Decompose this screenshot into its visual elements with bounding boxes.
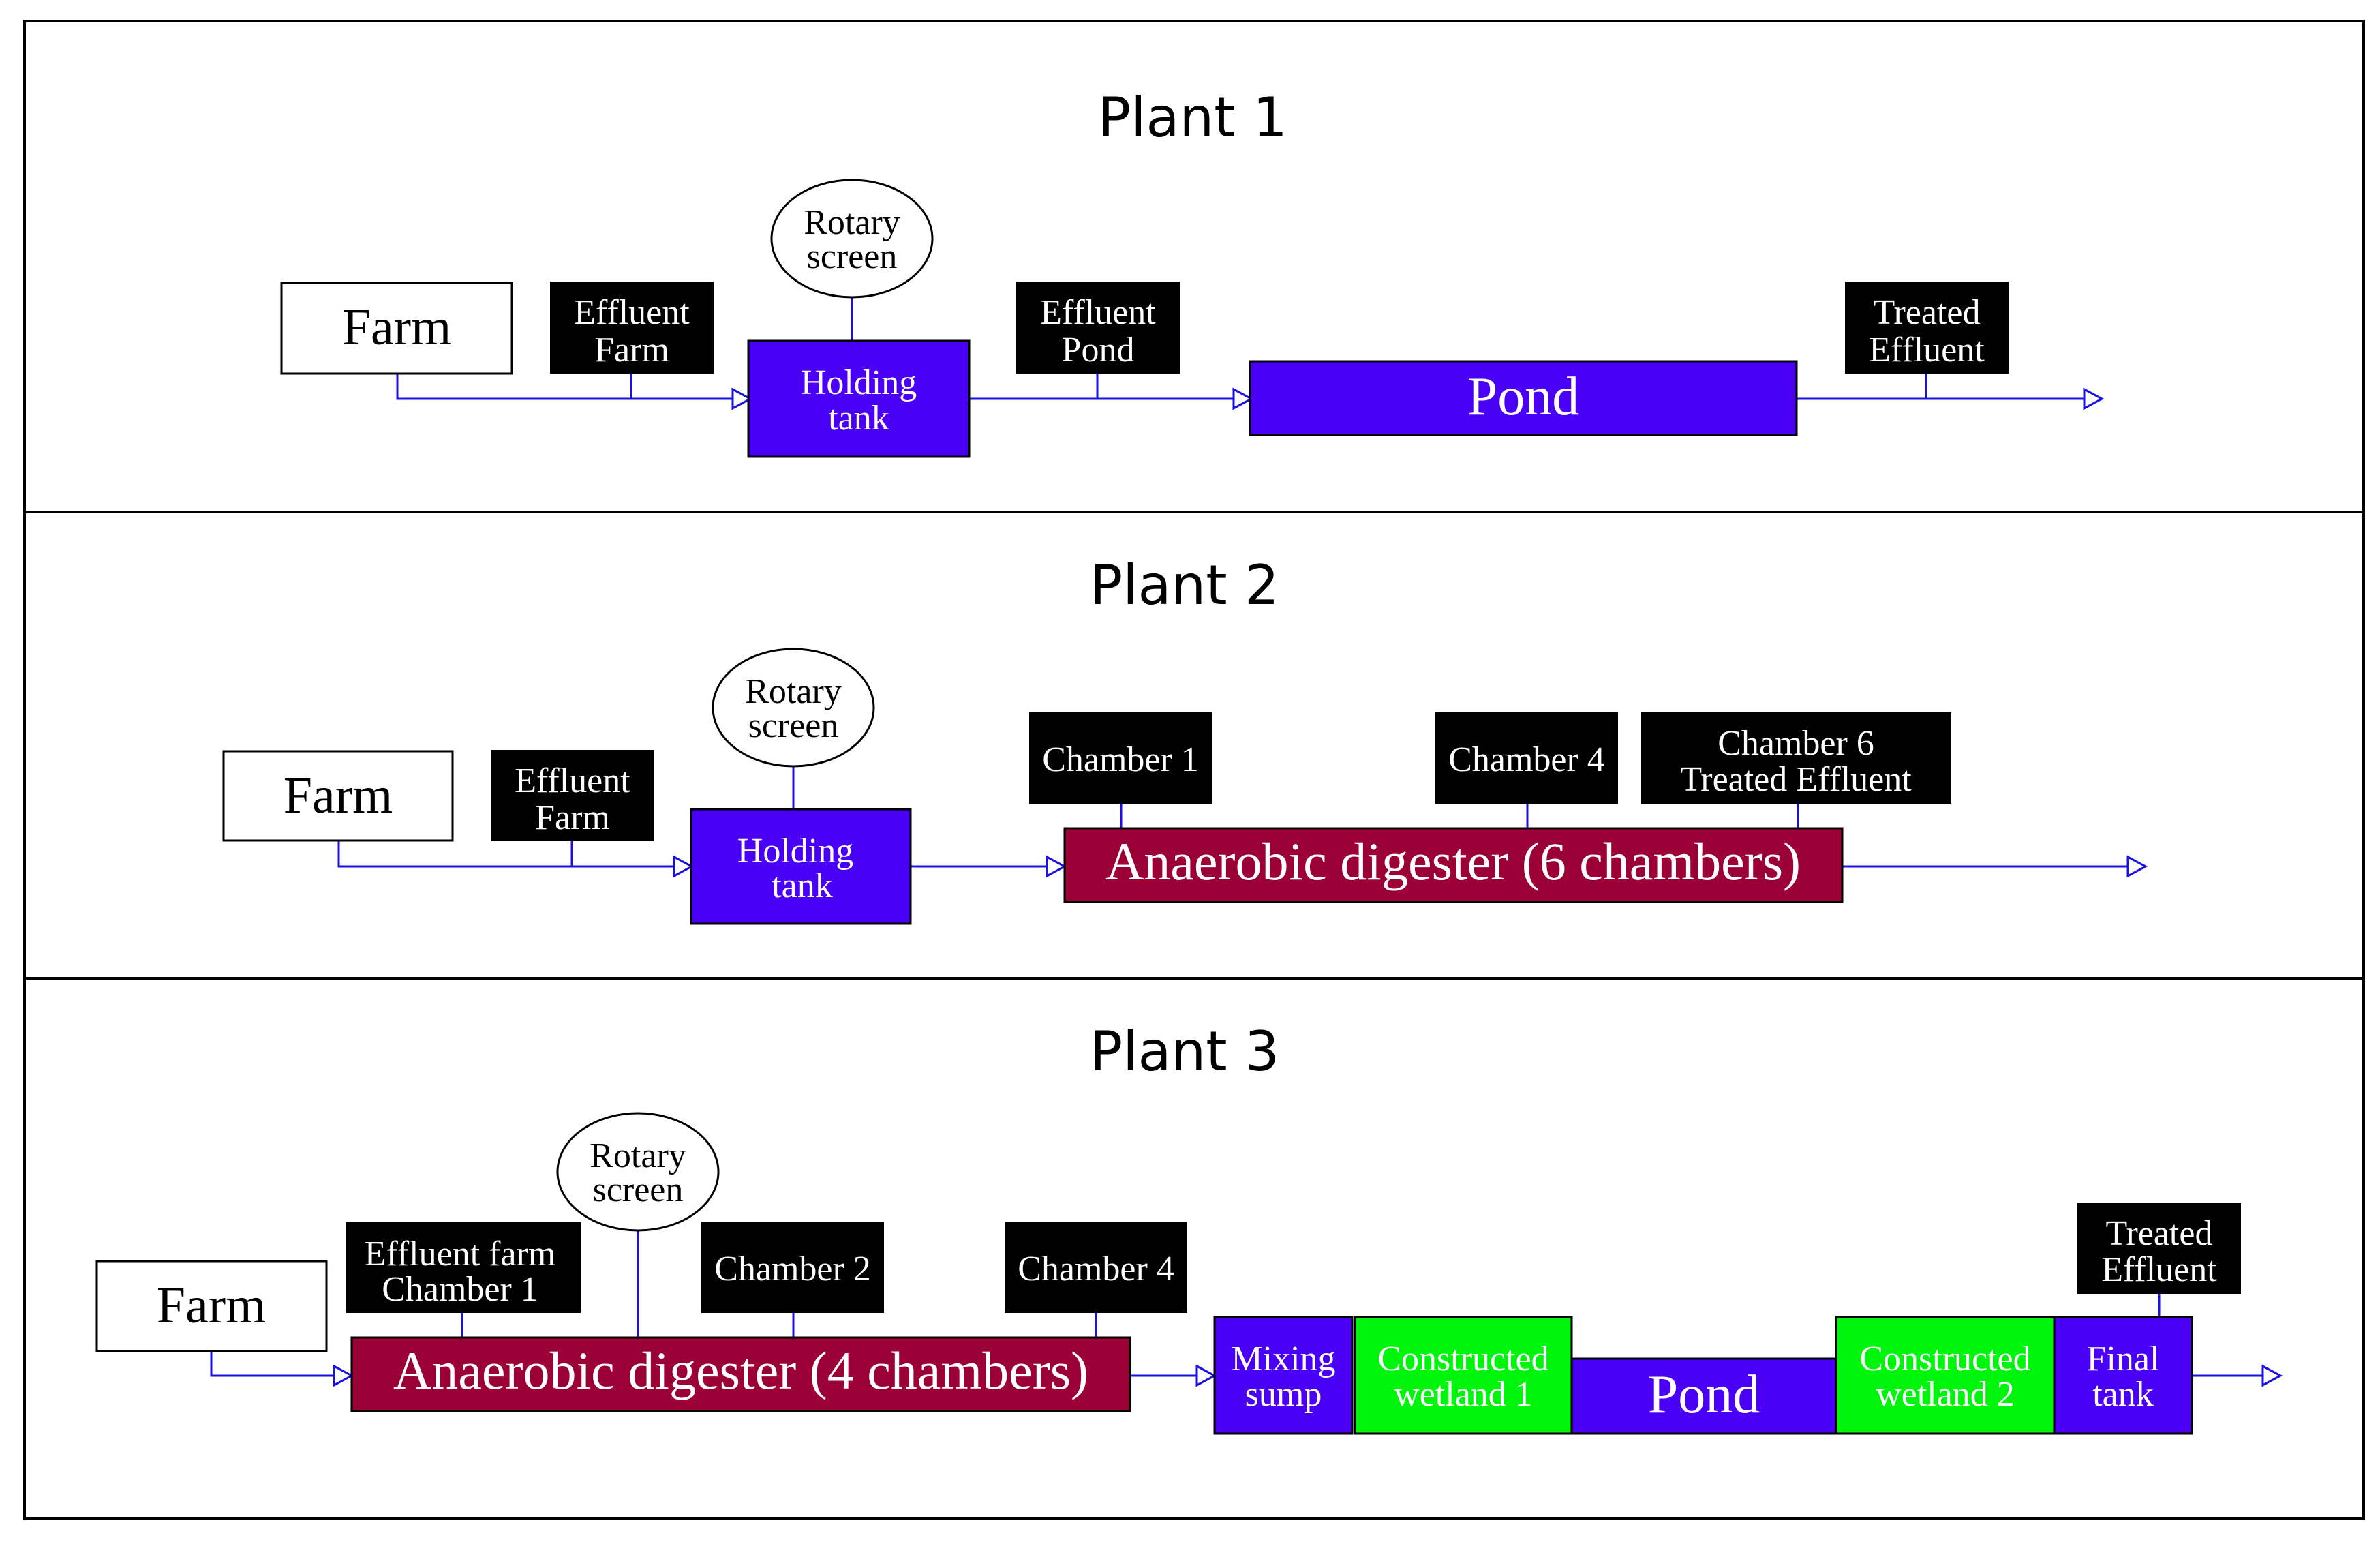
constructed-wetland-2-label: wetland 2: [1876, 1375, 2015, 1414]
pond-label: Pond: [1648, 1365, 1760, 1425]
plant-1-frame: [23, 20, 2365, 513]
rotary-screen-label: screen: [593, 1170, 684, 1209]
sample-label: Effluent: [2101, 1250, 2217, 1289]
mixing-sump-label: Mixing: [1231, 1340, 1335, 1378]
plant-3-title: Plant 3: [1090, 1020, 1279, 1083]
mixing-sump-label: sump: [1245, 1375, 1322, 1414]
anaerobic-digester-label: Anaerobic digester (4 chambers): [393, 1341, 1088, 1400]
farm-label: Farm: [342, 299, 451, 356]
rotary-screen-label: screen: [807, 237, 898, 276]
farm-box: [222, 750, 454, 842]
sample-label: Effluent: [1040, 293, 1156, 332]
rotary-screen: [712, 648, 875, 768]
sample-label: Effluent: [1869, 331, 1985, 369]
flow-arrow: [333, 1364, 354, 1387]
sample-label-box: [1029, 712, 1212, 804]
sample-label-box: [701, 1222, 884, 1313]
farm-label: Farm: [284, 767, 393, 824]
sample-label-box: [1845, 282, 2009, 374]
pond: [1570, 1357, 1837, 1435]
sample-label: Effluent: [515, 761, 630, 800]
flow-arrow: [1195, 1364, 1217, 1387]
rotary-screen-label: Rotary: [745, 672, 842, 711]
sample-label-box: [1005, 1222, 1187, 1313]
sample-label: Chamber 4: [1018, 1250, 1174, 1288]
sample-label: Chamber 1: [382, 1270, 538, 1309]
farm-box: [95, 1260, 328, 1352]
sample-label: Farm: [535, 798, 610, 837]
sample-label: Chamber 6: [1718, 724, 1874, 763]
anaerobic-digester: [350, 1336, 1131, 1412]
sample-label: Farm: [594, 331, 669, 369]
rotary-screen-label: Rotary: [804, 203, 900, 242]
constructed-wetland-2-label: Constructed: [1859, 1340, 2030, 1378]
sample-label: Treated: [2106, 1214, 2213, 1253]
final-tank: [2053, 1316, 2193, 1435]
mixing-sump: [1213, 1316, 1354, 1435]
rotary-screen: [556, 1112, 720, 1232]
rotary-screen-label: screen: [748, 706, 839, 745]
sample-label-box: [2077, 1203, 2241, 1294]
sample-label: Effluent farm: [365, 1235, 556, 1273]
farm-label: Farm: [157, 1277, 266, 1334]
flow-arrow: [731, 387, 753, 410]
rotary-screen-label: Rotary: [590, 1136, 686, 1175]
final-tank-label: tank: [2092, 1375, 2154, 1414]
sample-label-box: [1435, 712, 1618, 804]
anaerobic-digester-label: Anaerobic digester (6 chambers): [1105, 832, 1801, 891]
sample-label-box: [346, 1222, 581, 1313]
plant-1-panel: Plant 1 Farm Effluent Farm Effluent Pond…: [23, 20, 2365, 513]
sample-label-box: [1016, 282, 1180, 374]
holding-tank: [690, 808, 912, 925]
holding-tank-label: tank: [772, 866, 833, 905]
plant-2-title: Plant 2: [1090, 554, 1279, 617]
flow-line: [337, 840, 674, 868]
sample-label-box: [1641, 712, 1951, 804]
sample-label: Chamber 1: [1042, 740, 1199, 779]
final-tank-label: Final: [2087, 1340, 2160, 1378]
sample-label: Effluent: [574, 293, 690, 332]
sample-label: Chamber 4: [1448, 740, 1605, 779]
farm-box: [280, 282, 513, 375]
sample-label: Treated Effluent: [1680, 760, 1912, 799]
flow-arrow: [2261, 1364, 2283, 1387]
constructed-wetland-1-label: wetland 1: [1394, 1375, 1533, 1414]
flow-arrow: [2083, 387, 2105, 410]
holding-tank-label: Holding: [737, 832, 853, 871]
pond-label: Pond: [1467, 367, 1580, 427]
anaerobic-digester: [1063, 827, 1844, 903]
plant-2-panel: Plant 2 Farm Effluent Farm Chamber 1 Cha…: [23, 511, 2365, 980]
sample-label-box: [491, 750, 654, 841]
rotary-screen: [770, 179, 934, 299]
flow-arrow: [1046, 855, 1067, 878]
plant-1-title: Plant 1: [1098, 86, 1287, 149]
holding-tank-label: tank: [828, 399, 889, 438]
flow-arrow: [1232, 387, 1254, 410]
constructed-wetland-1-label: Constructed: [1377, 1340, 1548, 1378]
sample-label-box: [550, 282, 714, 374]
holding-tank: [747, 339, 971, 458]
flow-line: [210, 1352, 334, 1377]
flow-arrow: [2126, 855, 2148, 878]
holding-tank-label: Holding: [801, 363, 917, 402]
flow-arrow: [673, 855, 695, 878]
sample-label: Chamber 2: [714, 1250, 871, 1288]
sample-label: Treated: [1874, 293, 1981, 332]
plant-3-panel: Plant 3 Farm Effluent farm Chamber 1 Cha…: [23, 977, 2365, 1520]
pond: [1249, 360, 1798, 436]
sample-label: Pond: [1062, 331, 1135, 369]
flow-line: [396, 370, 733, 400]
